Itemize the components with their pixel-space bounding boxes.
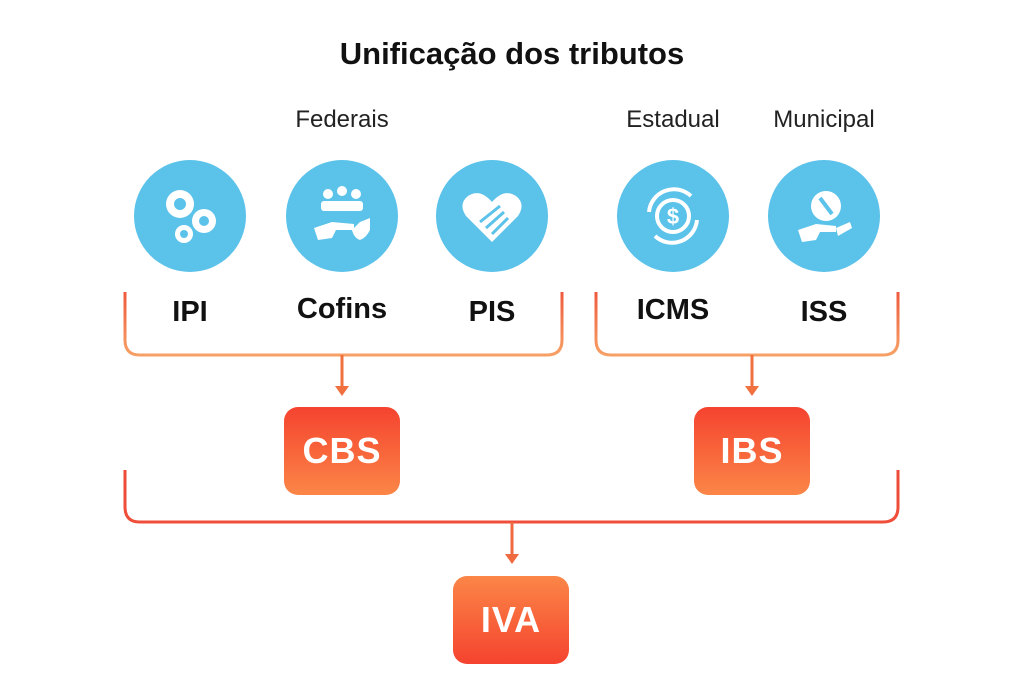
handshake-heart-icon — [436, 160, 548, 272]
hand-gear-wrench-icon — [768, 160, 880, 272]
state-bracket — [594, 292, 900, 357]
group-municipal: Municipal — [773, 106, 875, 133]
group-federais: Federais — [295, 106, 389, 133]
iva-box: IVA — [453, 576, 569, 664]
tax-label-ipi: IPI — [172, 296, 208, 328]
ibs-box: IBS — [694, 407, 810, 495]
tax-label-iss: ISS — [800, 296, 848, 328]
cbs-box: CBS — [284, 407, 400, 495]
tax-label-pis: PIS — [468, 296, 516, 328]
people-hand-shield-icon — [286, 160, 398, 272]
svg-text:$: $ — [667, 204, 679, 229]
group-estadual: Estadual — [626, 106, 720, 133]
tax-label-icms: ICMS — [636, 294, 710, 326]
dollar-cycle-icon: $ — [617, 160, 729, 272]
tax-label-cofins: Cofins — [296, 293, 388, 325]
page-title: Unificação dos tributos — [339, 36, 685, 71]
gears-icon — [134, 160, 246, 272]
